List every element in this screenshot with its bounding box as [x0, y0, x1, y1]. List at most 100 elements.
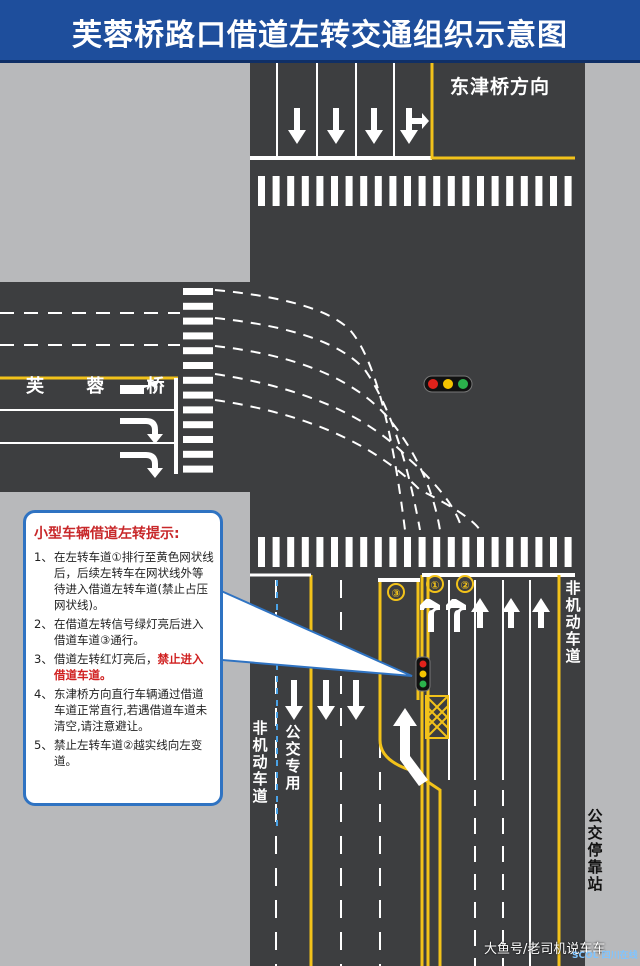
crosswalk-stripe — [389, 176, 397, 206]
crosswalk-stripe — [183, 450, 213, 458]
crosswalk-stripe — [520, 176, 528, 206]
page-title: 芙蓉桥路口借道左转交通组织示意图 — [72, 18, 568, 53]
north-lane-lines — [276, 60, 395, 158]
crosswalk-stripe — [345, 537, 353, 567]
crosswalk-stripe — [360, 537, 368, 567]
crosswalk-stripe — [183, 302, 213, 310]
tip-text: 借道左转红灯亮后，禁止进入借道车道。 — [54, 652, 204, 682]
crosswalk-stripe — [331, 537, 338, 567]
bus-lane-label: 公交专用 — [285, 723, 301, 792]
crosswalk-stripe — [183, 288, 213, 295]
tip-item: 2、在借道左转信号绿灯亮后进入借道车道③通行。 — [34, 616, 214, 648]
crosswalk-stripe — [374, 176, 382, 206]
crosswalk-stripe — [183, 391, 213, 399]
crosswalk-stripe — [447, 176, 455, 206]
scol-logo: SCOL 四川在线 — [572, 951, 638, 961]
crosswalk-stripe — [316, 537, 324, 567]
crosswalk-stripe — [404, 176, 411, 206]
road-label-furongqiao: 芙 蓉 桥 — [26, 376, 183, 397]
crosswalk-stripe — [183, 317, 213, 325]
crosswalk-stripe — [506, 537, 514, 567]
crosswalk-stripe — [331, 176, 338, 206]
tip-item: 3、借道左转红灯亮后，禁止进入借道车道。 — [34, 651, 214, 683]
crosswalk-stripe — [447, 537, 455, 567]
crosswalk-stripe — [360, 176, 368, 206]
title-bar: 芙蓉桥路口借道左转交通组织示意图 — [0, 0, 640, 63]
yellow-grid-box — [425, 695, 449, 739]
crosswalk-stripe — [520, 537, 528, 567]
crosswalk-stripe — [374, 537, 382, 567]
north-yellow-center — [430, 60, 575, 160]
crosswalk-stripe — [258, 537, 265, 567]
tip-text: 在借道左转信号绿灯亮后进入借道车道③通行。 — [54, 617, 204, 647]
crosswalk-stripe — [404, 537, 411, 567]
tip-item: 5、禁止左转车道②越实线向左变道。 — [34, 737, 214, 769]
crosswalk-stripe — [183, 362, 213, 369]
crosswalk-stripe — [287, 537, 295, 567]
crosswalk-stripe — [301, 176, 309, 206]
crosswalk-stripe — [462, 176, 470, 206]
crosswalk-stripe — [272, 176, 280, 206]
crosswalk-stripe — [564, 537, 572, 567]
crosswalk-stripe — [477, 537, 484, 567]
crosswalk-stripe — [564, 176, 572, 206]
sidewalk-corner-nw — [0, 60, 250, 282]
direction-label-dongjinqiao: 东津桥方向 — [450, 76, 551, 98]
tip-item: 1、在左转车道①排行至黄色网状线后，后续左转车在网状线外等待进入借道左转车道(禁… — [34, 550, 214, 612]
watermark: 大鱼号/老司机说车车 — [484, 942, 606, 957]
bus-stop-label: 公交停靠站 — [587, 807, 603, 893]
road-vertical — [250, 55, 585, 966]
crosswalk-stripe — [183, 347, 213, 355]
crosswalk-stripe — [183, 332, 213, 340]
crosswalk-south — [258, 537, 572, 567]
crosswalk-stripe — [433, 537, 441, 567]
crosswalk-stripe — [345, 176, 353, 206]
tips-callout: 小型车辆借道左转提示: 1、在左转车道①排行至黄色网状线后，后续左转车在网状线外… — [23, 510, 223, 806]
crosswalk-stripe — [550, 537, 557, 567]
lane-number-3: ③ — [387, 583, 405, 601]
crosswalk-stripe — [258, 176, 265, 206]
crosswalk-stripe — [183, 436, 213, 443]
sidewalk-east — [585, 60, 640, 966]
north-arrows — [288, 108, 429, 144]
crosswalk-stripe — [183, 376, 213, 384]
crosswalk-stripe — [183, 421, 213, 429]
crosswalk-stripe — [418, 176, 426, 206]
crosswalk-stripe — [389, 537, 397, 567]
west-lane-solid — [0, 409, 176, 444]
crosswalk-stripe — [301, 537, 309, 567]
crosswalk-stripe — [506, 176, 514, 206]
crosswalk-stripe — [418, 537, 426, 567]
borrow-lane-curved-arrow — [393, 708, 428, 786]
crosswalk-stripe — [462, 537, 470, 567]
crosswalk-stripe — [183, 465, 213, 473]
tip-text: 东津桥方向直行车辆通过借道车道正常直行,若遇借道车道未清空,请注意避让。 — [54, 687, 208, 733]
south-arrows — [285, 598, 550, 720]
traffic-signal-main — [423, 375, 473, 393]
tip-warning: 禁止进入借道车道。 — [54, 652, 204, 682]
south-yellow-double — [420, 575, 430, 966]
west-right-turn-arrows — [120, 381, 163, 478]
crosswalk-stripe — [272, 537, 280, 567]
tip-item: 4、东津桥方向直行车辆通过借道车道正常直行,若遇借道车道未清空,请注意避让。 — [34, 686, 214, 734]
tip-text: 禁止左转车道②越实线向左变道。 — [54, 738, 203, 768]
crosswalk-stripe — [316, 176, 324, 206]
crosswalk-stripe — [535, 176, 543, 206]
crosswalk-west — [183, 288, 213, 473]
crosswalk-stripe — [287, 176, 295, 206]
lane-number-1: ① — [426, 575, 444, 593]
crosswalk-stripe — [535, 537, 543, 567]
crosswalk-north — [258, 176, 572, 206]
crosswalk-stripe — [491, 537, 499, 567]
traffic-signal-borrow — [415, 656, 431, 692]
south-right-lane-dashes — [474, 790, 504, 966]
crosswalk-stripe — [550, 176, 557, 206]
lane-number-2: ② — [456, 575, 474, 593]
south-right-lanes — [448, 580, 531, 966]
road-horizontal — [0, 282, 585, 492]
crosswalk-stripe — [433, 176, 441, 206]
tips-list: 1、在左转车道①排行至黄色网状线后，后续左转车在网状线外等待进入借道左转车道(禁… — [34, 549, 214, 769]
west-lane-dashes — [0, 312, 180, 346]
